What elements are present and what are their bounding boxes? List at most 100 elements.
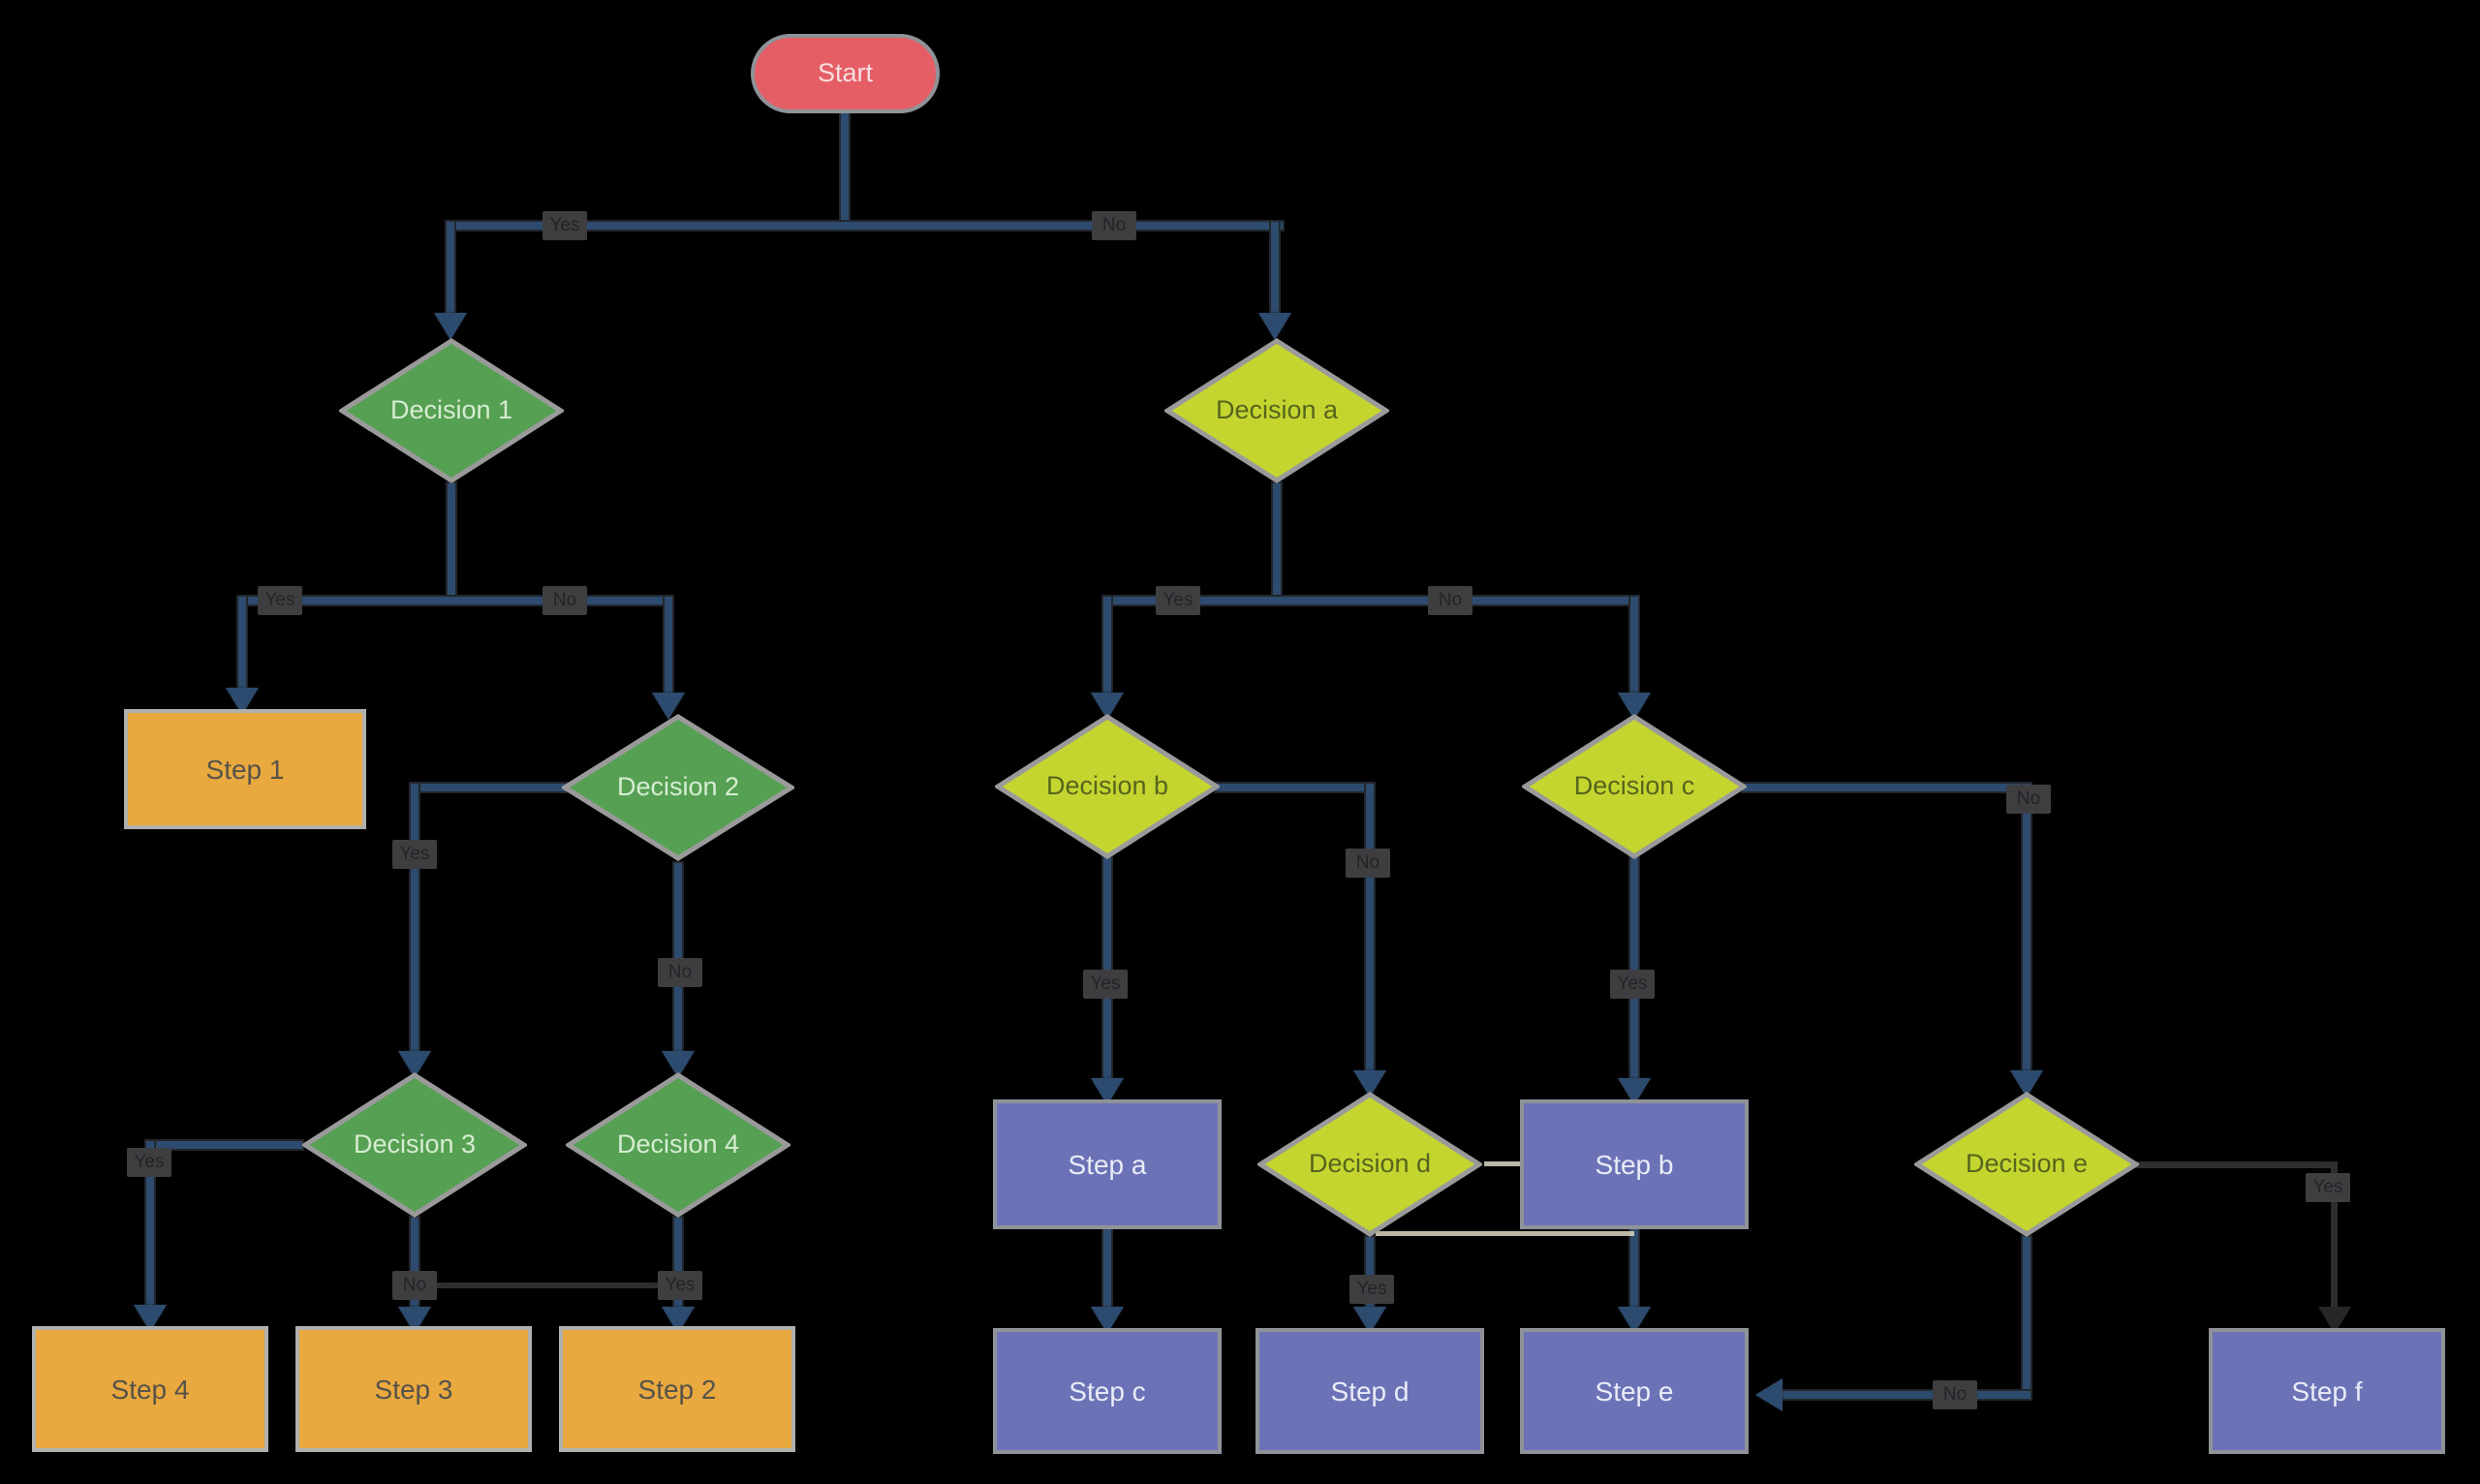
edge-segment xyxy=(1743,784,2028,791)
edge-label-decision-b-decision-d[interactable]: No xyxy=(1346,849,1390,878)
edge-segment xyxy=(415,784,566,791)
edge-label-decision-a-decision-c[interactable]: No xyxy=(1428,586,1472,615)
node-decision-e[interactable]: Decision e xyxy=(1914,1092,2139,1237)
edge-segment xyxy=(447,222,1283,230)
edge-segment-dark xyxy=(2135,1161,2335,1168)
edge-segment xyxy=(1103,597,1111,696)
diamond-shape xyxy=(562,714,794,861)
edge-segment-dark xyxy=(415,1283,682,1288)
diamond-shape xyxy=(566,1072,790,1218)
node-decision-2-label: Decision 2 xyxy=(616,772,740,802)
edge-segment xyxy=(674,1218,682,1311)
edge-label-decision-1-decision-2[interactable]: No xyxy=(542,586,587,615)
edge-label-decision-e-step-e[interactable]: No xyxy=(1933,1380,1977,1409)
node-step-f[interactable]: Step f xyxy=(2209,1328,2445,1454)
edge-segment xyxy=(146,1141,154,1309)
node-step-e-label: Step e xyxy=(1595,1376,1674,1407)
node-decision-b-label: Decision b xyxy=(1045,771,1169,801)
node-decision-2[interactable]: Decision 2 xyxy=(562,714,794,861)
edge-segment xyxy=(1366,784,1374,1074)
node-decision-e-label: Decision e xyxy=(1965,1149,2089,1179)
edge-label-decision-c-step-b[interactable]: Yes xyxy=(1610,970,1655,999)
edge-segment xyxy=(1273,483,1281,604)
edge-segment xyxy=(1630,1229,1638,1311)
diamond-shape xyxy=(995,714,1220,859)
node-decision-1-label: Decision 1 xyxy=(389,395,513,425)
node-decision-d[interactable]: Decision d xyxy=(1257,1092,1482,1237)
node-step-c-label: Step c xyxy=(1069,1376,1146,1407)
edge-segment xyxy=(411,784,418,1055)
node-decision-4[interactable]: Decision 4 xyxy=(566,1072,790,1218)
arrowhead-down xyxy=(434,313,467,340)
node-step-1[interactable]: Step 1 xyxy=(124,709,366,829)
edge-label-decision-c-decision-e[interactable]: No xyxy=(2006,785,2051,814)
edge-label-decision-2-decision-3[interactable]: Yes xyxy=(392,840,437,869)
node-step-4[interactable]: Step 4 xyxy=(32,1326,268,1452)
node-step-f-label: Step f xyxy=(2291,1376,2363,1407)
edge-segment xyxy=(238,597,246,692)
node-step-a[interactable]: Step a xyxy=(993,1099,1222,1229)
edge-segment xyxy=(150,1141,302,1149)
edge-segment xyxy=(411,1218,418,1311)
node-step-b[interactable]: Step b xyxy=(1520,1099,1749,1229)
node-decision-b[interactable]: Decision b xyxy=(995,714,1220,859)
edge-label-decision-e-step-f[interactable]: Yes xyxy=(2306,1173,2350,1202)
arrowhead-down xyxy=(1258,313,1291,340)
edge-segment xyxy=(238,597,672,604)
edge-segment xyxy=(2023,1237,2030,1399)
diamond-shape xyxy=(1164,338,1389,483)
node-step-a-label: Step a xyxy=(1068,1149,1147,1180)
edge-segment xyxy=(1630,597,1638,696)
edge-label-decision-3-step-4[interactable]: Yes xyxy=(127,1148,171,1177)
node-decision-3[interactable]: Decision 3 xyxy=(302,1072,527,1218)
arrowhead-left xyxy=(1755,1378,1782,1411)
edge-segment-light xyxy=(1484,1161,1521,1166)
node-step-4-label: Step 4 xyxy=(110,1374,190,1405)
node-decision-d-label: Decision d xyxy=(1308,1149,1432,1179)
edge-label-decision-b-step-a[interactable]: Yes xyxy=(1083,970,1128,999)
node-decision-a[interactable]: Decision a xyxy=(1164,338,1389,483)
node-start-label: Start xyxy=(817,58,874,88)
diamond-shape xyxy=(339,338,564,483)
edge-label-decision-d-step-d[interactable]: Yes xyxy=(1349,1275,1394,1304)
node-decision-a-label: Decision a xyxy=(1215,395,1339,425)
edge-label-start-decision-a[interactable]: No xyxy=(1092,211,1136,240)
edge-segment xyxy=(841,113,849,230)
edge-segment xyxy=(1216,784,1371,791)
node-decision-c-label: Decision c xyxy=(1573,771,1695,801)
node-start[interactable]: Start xyxy=(751,34,940,113)
node-decision-4-label: Decision 4 xyxy=(616,1129,740,1159)
node-step-c[interactable]: Step c xyxy=(993,1328,1222,1454)
node-step-3[interactable]: Step 3 xyxy=(295,1326,532,1452)
edge-label-decision-3-step-3[interactable]: No xyxy=(392,1271,437,1300)
edge-segment xyxy=(1103,597,1638,604)
diamond-shape xyxy=(302,1072,527,1218)
edge-label-decision-a-decision-b[interactable]: Yes xyxy=(1156,586,1200,615)
node-step-b-label: Step b xyxy=(1595,1149,1674,1180)
edge-label-decision-4-step-2[interactable]: Yes xyxy=(658,1271,702,1300)
edge-label-decision-2-decision-4[interactable]: No xyxy=(658,958,702,987)
edge-segment xyxy=(1782,1391,2030,1399)
edge-segment-dark xyxy=(2331,1161,2338,1309)
node-decision-c[interactable]: Decision c xyxy=(1522,714,1747,859)
node-step-3-label: Step 3 xyxy=(374,1374,453,1405)
edge-label-start-decision-1[interactable]: Yes xyxy=(542,211,587,240)
edge-segment xyxy=(665,597,672,696)
node-step-d-label: Step d xyxy=(1330,1376,1410,1407)
node-step-d[interactable]: Step d xyxy=(1256,1328,1484,1454)
node-step-2-label: Step 2 xyxy=(637,1374,717,1405)
node-step-e[interactable]: Step e xyxy=(1520,1328,1749,1454)
edge-segment xyxy=(1103,1229,1111,1311)
edge-label-decision-1-step-1[interactable]: Yes xyxy=(258,586,302,615)
diamond-shape xyxy=(1914,1092,2139,1237)
diamond-shape xyxy=(1257,1092,1482,1237)
edge-segment-light xyxy=(1376,1231,1634,1236)
edge-segment xyxy=(448,483,455,604)
node-step-2[interactable]: Step 2 xyxy=(559,1326,795,1452)
edge-segment xyxy=(2023,784,2030,1074)
diamond-shape xyxy=(1522,714,1747,859)
node-decision-1[interactable]: Decision 1 xyxy=(339,338,564,483)
node-decision-3-label: Decision 3 xyxy=(353,1129,477,1159)
edge-segment xyxy=(1271,222,1279,317)
